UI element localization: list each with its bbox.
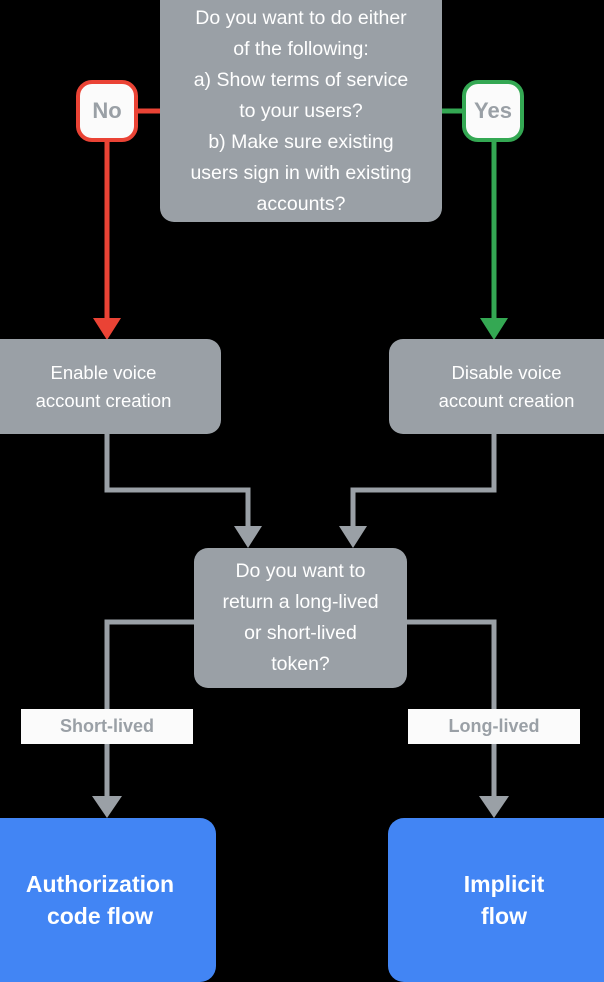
arrowhead-token-to-implicit	[479, 796, 509, 818]
text-line: return a long-lived	[222, 591, 379, 613]
text-line: Enable voice	[50, 361, 157, 383]
arrowhead-token-to-auth-code	[92, 796, 122, 818]
decision-node-token-lifetime[interactable]: Do you want to return a long-lived or sh…	[194, 548, 407, 688]
decision-node-terms-of-service[interactable]: Do you want to do either of the followin…	[160, 0, 442, 222]
arrowhead-disable-to-token	[339, 526, 367, 548]
process-node-disable-voice-text: Disable voice account creation	[439, 359, 575, 415]
edge-label-long-lived: Long-lived	[408, 709, 580, 744]
text-line: Do you want to do either	[195, 6, 407, 29]
text-line: to your users?	[239, 99, 363, 122]
text-line: Authorization	[25, 871, 175, 897]
text-line: Disable voice	[451, 361, 562, 383]
decision-node-terms-of-service-text: Do you want to do either of the followin…	[190, 3, 411, 220]
text-line: account creation	[35, 389, 172, 411]
process-node-enable-voice-text: Enable voice account creation	[36, 359, 172, 415]
text-line: code flow	[46, 903, 154, 929]
text-line: b) Make sure existing	[208, 130, 394, 153]
text-line: of the following:	[233, 37, 369, 60]
arrowhead-enable-to-token	[234, 526, 262, 548]
branch-label-yes[interactable]: Yes	[462, 80, 524, 142]
arrowhead-no-to-enable	[93, 318, 121, 340]
text-line: flow	[480, 903, 527, 929]
edge-disable-to-token	[350, 434, 497, 530]
text-line: account creation	[438, 389, 575, 411]
arrowhead-yes-to-disable	[480, 318, 508, 340]
branch-label-no[interactable]: No	[76, 80, 138, 142]
terminal-node-authorization-code-flow[interactable]: Authorization code flow	[0, 818, 216, 982]
edge-label-long-lived-text: Long-lived	[448, 716, 540, 736]
process-node-disable-voice-account-creation[interactable]: Disable voice account creation	[389, 339, 604, 434]
process-node-enable-voice-account-creation[interactable]: Enable voice account creation	[0, 339, 221, 434]
edge-enable-to-token	[104, 434, 251, 530]
terminal-node-authorization-code-flow-text: Authorization code flow	[26, 868, 174, 932]
terminal-node-implicit-flow[interactable]: Implicit flow	[388, 818, 604, 982]
text-line: users sign in with existing	[190, 161, 412, 184]
decision-node-token-lifetime-text: Do you want to return a long-lived or sh…	[222, 556, 378, 680]
text-line: Implicit	[463, 871, 545, 897]
terminal-node-implicit-flow-text: Implicit flow	[464, 868, 545, 932]
text-line: or short-lived	[244, 622, 357, 644]
text-line: a) Show terms of service	[193, 68, 409, 91]
branch-label-no-text: No	[92, 98, 122, 123]
edge-label-short-lived-text: Short-lived	[59, 716, 154, 736]
text-line: Do you want to	[235, 560, 366, 582]
edge-label-short-lived: Short-lived	[21, 709, 193, 744]
text-line: token?	[271, 653, 330, 675]
branch-label-yes-text: Yes	[474, 98, 512, 123]
text-line: accounts?	[256, 192, 346, 215]
